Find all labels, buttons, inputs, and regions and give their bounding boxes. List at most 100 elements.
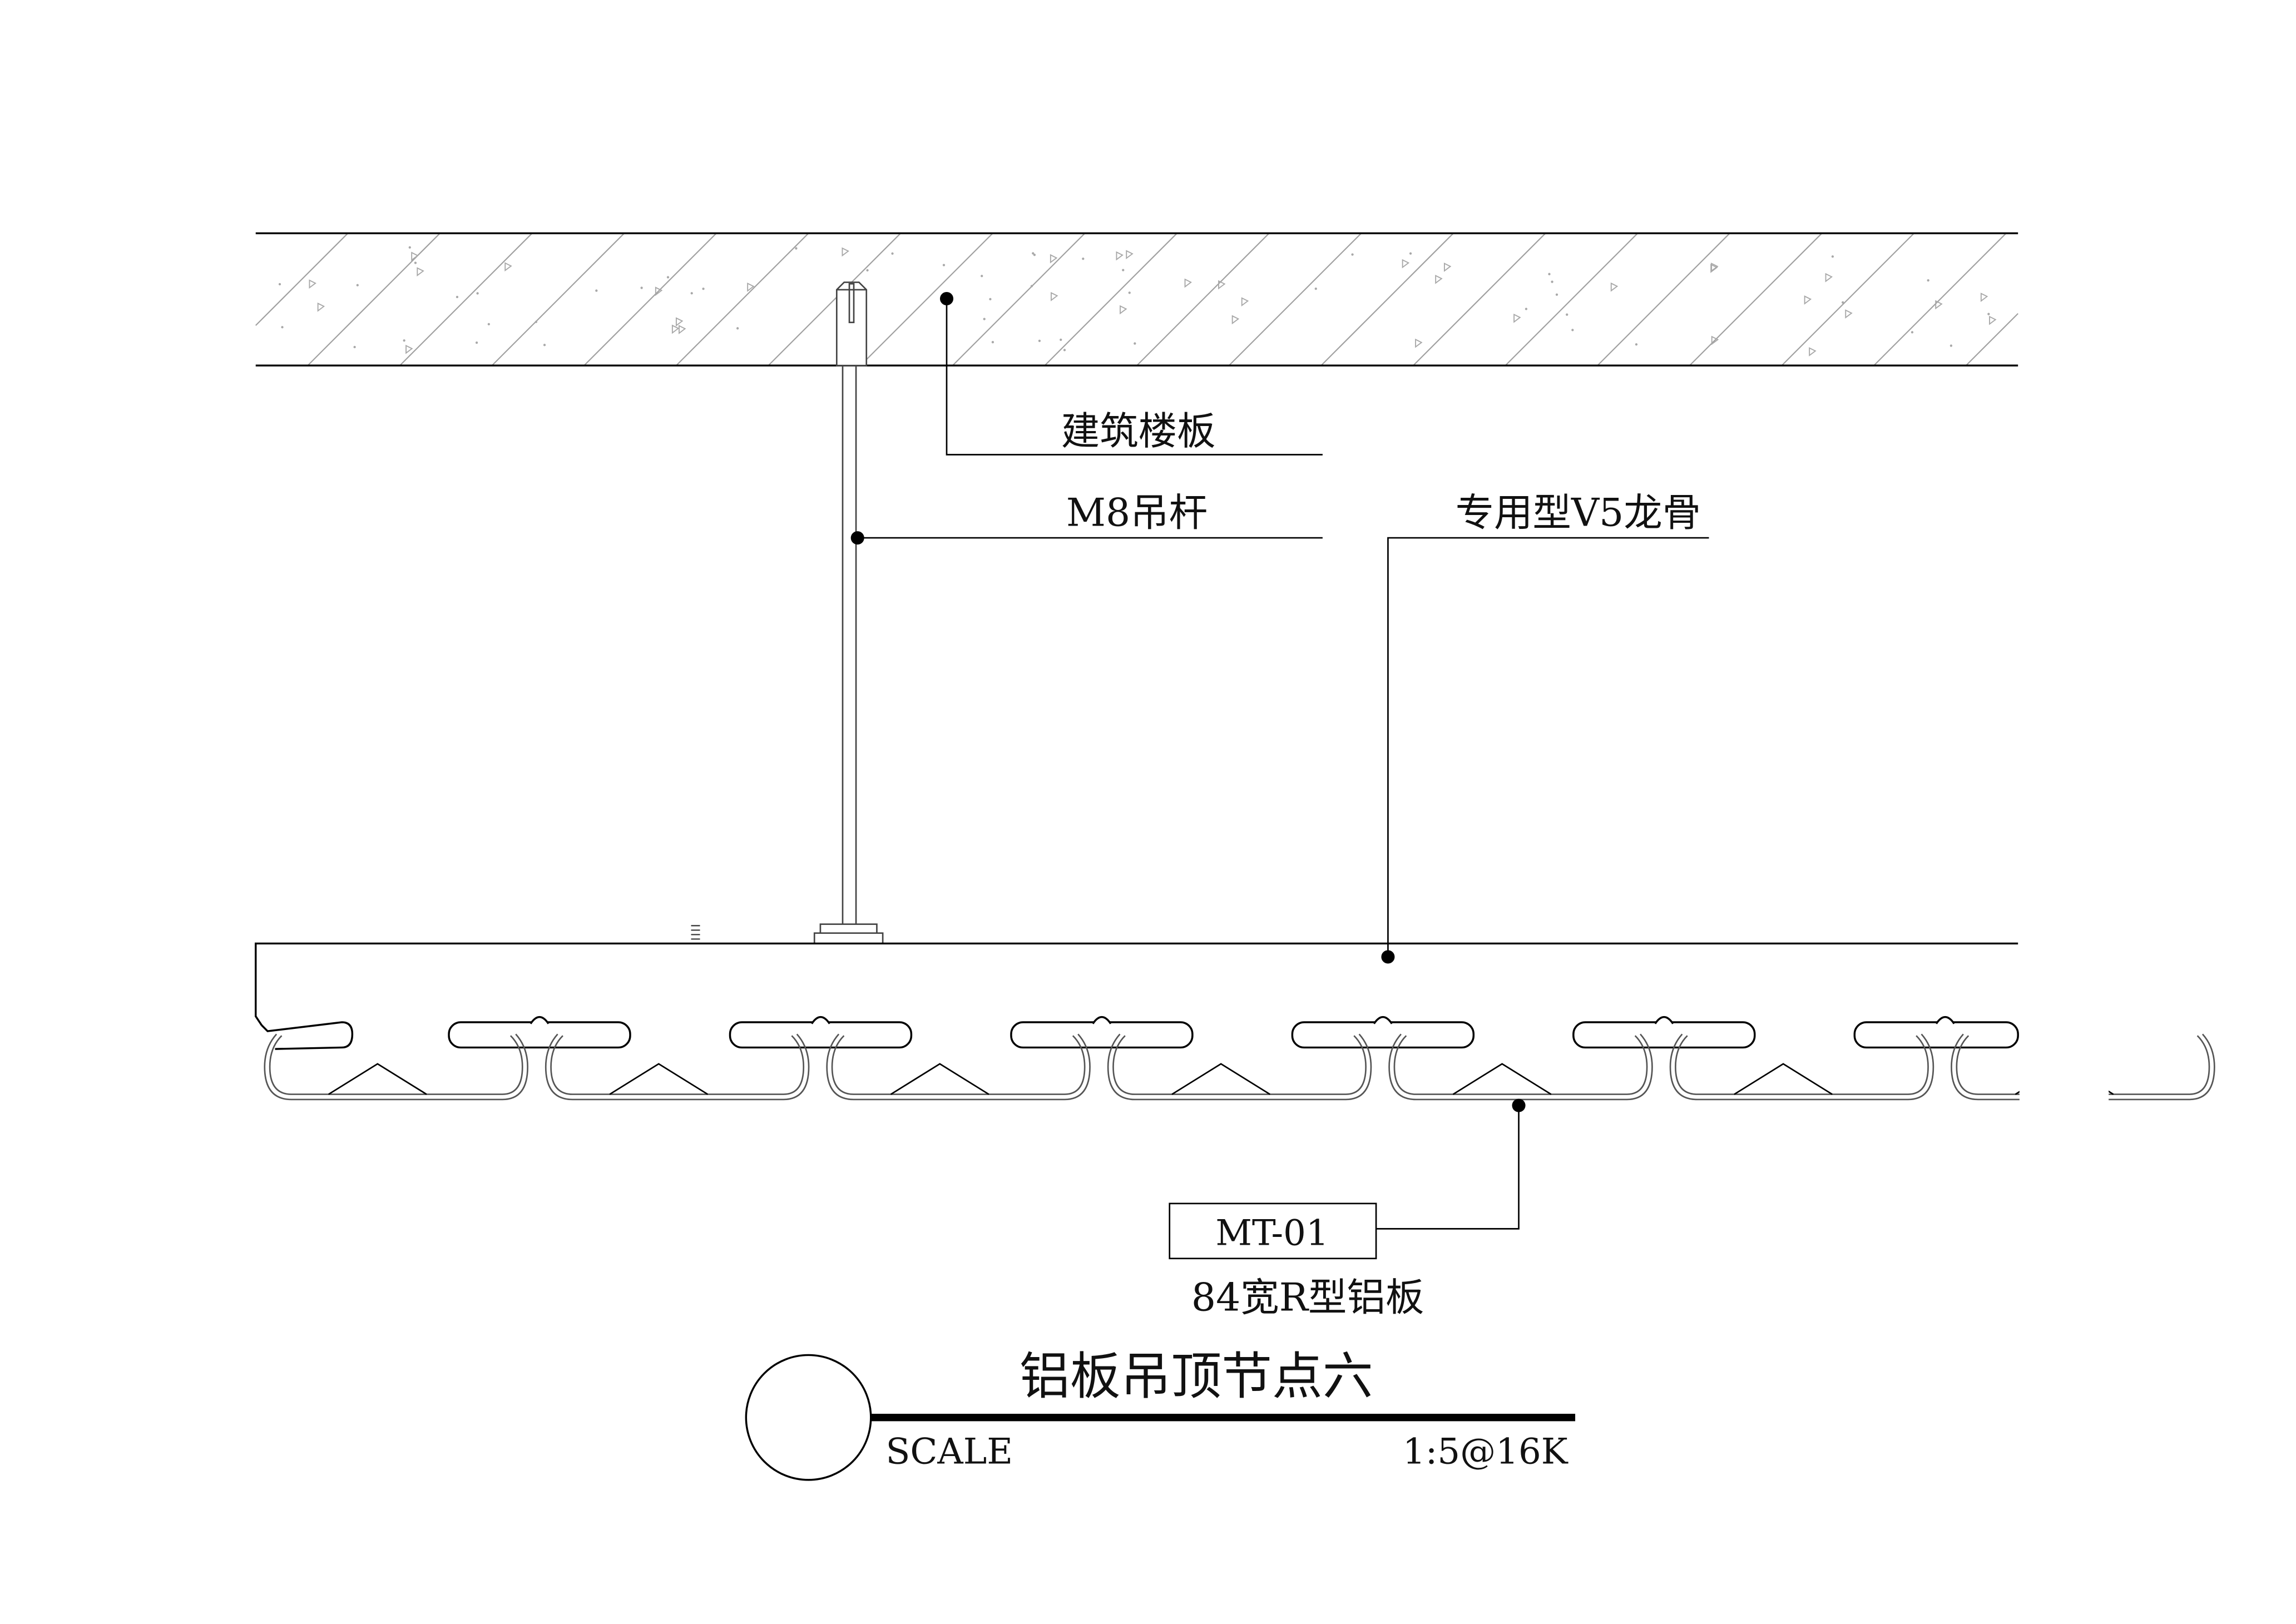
hatch-line xyxy=(1413,232,1546,366)
spring-clip xyxy=(691,925,700,940)
floor-slab xyxy=(255,232,2018,367)
label-hanger-rod: M8吊杆 xyxy=(1066,491,1208,536)
aggregate-dot xyxy=(1927,279,1929,282)
aggregate-mark xyxy=(405,344,413,354)
hatch-line xyxy=(491,232,625,366)
aggregate-dot xyxy=(487,323,490,326)
aggregate-dot xyxy=(795,247,798,250)
aggregate-mark xyxy=(679,325,686,334)
keel-lobe xyxy=(1291,1021,1475,1049)
panel-outer xyxy=(545,1033,810,1101)
hatch-line xyxy=(676,232,809,366)
aggregate-dot xyxy=(1842,301,1844,304)
aggregate-dot xyxy=(1351,253,1354,256)
panel-outer xyxy=(264,1033,528,1101)
panel-unit xyxy=(264,1033,528,1101)
panel-outer xyxy=(1107,1033,1372,1101)
keel-notch xyxy=(810,1016,830,1024)
aggregate-mark xyxy=(1845,309,1853,319)
aggregate-dot xyxy=(535,320,537,323)
aggregate-dot xyxy=(666,276,670,279)
aggregate-dot xyxy=(1566,313,1568,316)
panel-outer xyxy=(826,1033,1091,1101)
aluminum-panels xyxy=(264,1010,2215,1115)
hatch-line xyxy=(1781,232,1914,366)
aggregate-dot xyxy=(866,269,869,272)
keel-lobe xyxy=(261,1021,354,1050)
panel-triangle xyxy=(1452,1063,1552,1095)
aggregate-mark xyxy=(1711,335,1719,345)
aggregate-dot xyxy=(702,288,705,290)
aggregate-dot xyxy=(1134,342,1136,345)
aggregate-dot xyxy=(983,318,986,320)
keel-notch xyxy=(1373,1016,1393,1024)
scale-label: SCALE xyxy=(885,1430,1013,1472)
aggregate-mark xyxy=(1231,315,1240,325)
expansion-anchor xyxy=(835,281,868,367)
hatch-line xyxy=(1044,232,1177,366)
panel-triangle xyxy=(890,1063,989,1095)
aggregate-mark xyxy=(417,267,424,277)
aggregate-dot xyxy=(456,295,459,299)
aggregate-dot xyxy=(989,298,992,300)
panel-triangle xyxy=(328,1063,427,1095)
drawing-title: 铝板吊顶节点六 xyxy=(1020,1348,1373,1406)
aggregate-mark xyxy=(1989,315,1997,325)
aggregate-mark xyxy=(504,262,512,272)
aggregate-mark xyxy=(747,283,755,292)
aggregate-mark xyxy=(411,251,419,261)
aggregate-dot xyxy=(1128,291,1131,294)
aggregate-dot xyxy=(1949,344,1953,347)
hanger-rod xyxy=(813,281,884,944)
aggregate-mark xyxy=(1513,313,1521,323)
aggregate-mark xyxy=(1804,295,1812,305)
aggregate-dot xyxy=(981,275,983,278)
panel-triangle xyxy=(1171,1063,1271,1095)
panel-inner xyxy=(269,1035,523,1095)
aggregate-dot xyxy=(1082,258,1085,260)
panel-outer xyxy=(1669,1033,1934,1101)
aggregate-dot xyxy=(1314,288,1317,290)
panel-unit xyxy=(826,1033,1091,1101)
aggregate-mark xyxy=(675,317,684,327)
aggregate-dot xyxy=(991,341,994,344)
aggregate-dot xyxy=(1033,254,1036,256)
aggregate-mark xyxy=(1809,347,1817,357)
aggregate-mark xyxy=(1435,275,1443,284)
aggregate-mark xyxy=(1126,250,1134,260)
panel-inner xyxy=(1112,1035,1367,1095)
aggregate-dot xyxy=(1060,338,1062,341)
panel-inner xyxy=(1393,1035,1648,1095)
aggregate-dot xyxy=(403,339,405,342)
aggregate-dot xyxy=(942,264,946,266)
aggregate-mark xyxy=(309,279,316,289)
aggregate-mark xyxy=(1218,280,1226,290)
aggregate-mark xyxy=(1825,273,1833,283)
aggregate-dot xyxy=(891,252,894,255)
hatch-line xyxy=(1965,313,2018,366)
hatch-line xyxy=(1597,232,1730,366)
aggregate-dot xyxy=(408,246,411,249)
aggregate-mark xyxy=(1444,263,1452,272)
leader-floor-slab xyxy=(946,298,1323,455)
keel-notch xyxy=(1935,1016,1955,1024)
keel-lobe xyxy=(448,1021,631,1049)
hatch-line xyxy=(1320,232,1454,366)
panel-unit xyxy=(545,1033,810,1101)
aggregate-mark xyxy=(842,247,849,257)
panel-unit xyxy=(1669,1033,1934,1101)
material-code-box xyxy=(1169,1202,1377,1260)
aggregate-mark xyxy=(1116,251,1124,261)
aggregate-dot xyxy=(640,286,643,289)
aggregate-mark xyxy=(1402,259,1410,269)
title-block: 铝板吊顶节点六 SCALE 1:5@16K xyxy=(745,1348,1576,1481)
keel-lobe xyxy=(1010,1021,1194,1049)
keel-lobe xyxy=(1853,1021,2019,1049)
aggregate-dot xyxy=(1635,343,1638,346)
hatch-line xyxy=(1136,232,1270,366)
aggregate-dot xyxy=(1548,273,1551,275)
panel-triangle xyxy=(609,1063,709,1095)
aggregate-mark xyxy=(1051,291,1058,301)
aggregate-dot xyxy=(1038,339,1041,343)
aggregate-dot xyxy=(476,292,479,295)
